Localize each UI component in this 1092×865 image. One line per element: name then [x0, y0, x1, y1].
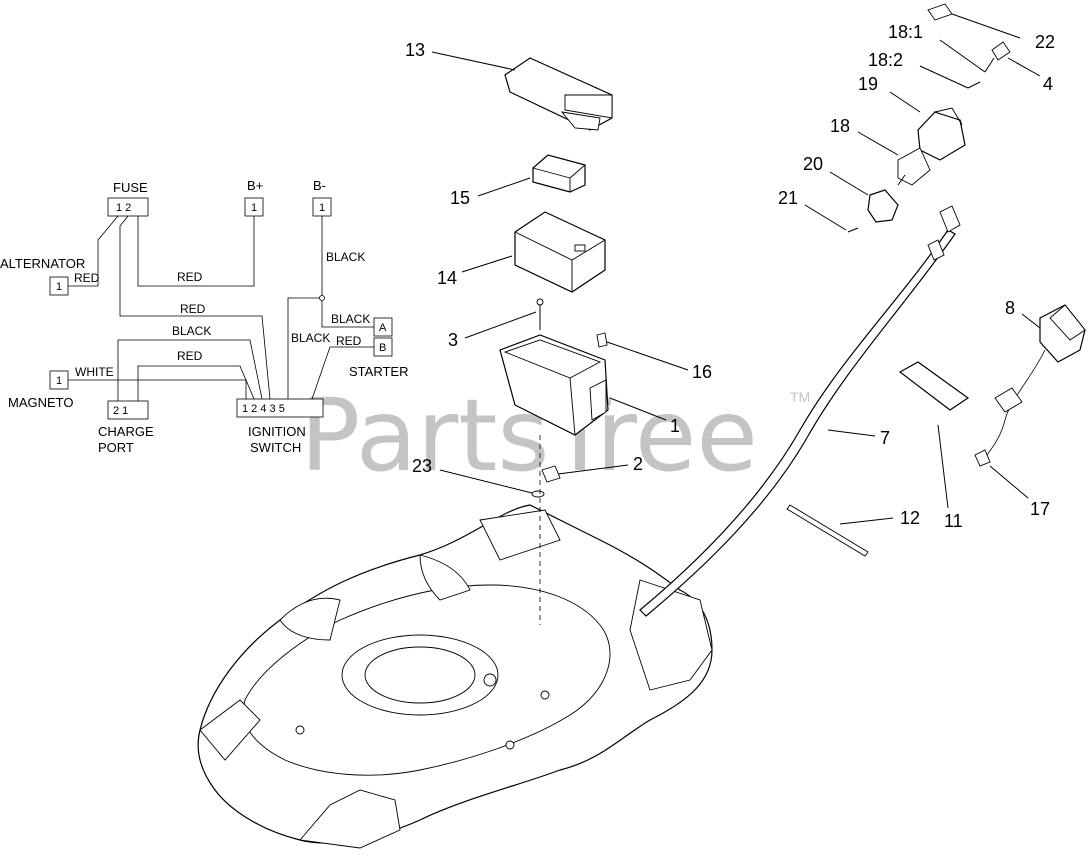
wire-magneto-switch	[68, 379, 247, 399]
wire-charge-black	[117, 339, 263, 401]
callout-1: 1	[670, 416, 680, 436]
bplus-label: B+	[247, 178, 263, 193]
callout-numbers: 13 15 14 3 16 1 2 23 7 12 11 8 17 22 4 1…	[405, 22, 1055, 531]
charge-port-pins: 2 1	[113, 405, 128, 417]
wire-label-charge-red: RED	[177, 349, 203, 363]
callout-2: 2	[633, 454, 643, 474]
callout-21: 21	[778, 188, 798, 208]
washer-23	[531, 490, 545, 498]
fastener-2	[541, 465, 561, 483]
battery-tray-1	[499, 334, 609, 436]
wire-label-fuse-switch: RED	[180, 302, 206, 316]
knob-20	[867, 189, 899, 223]
wire-label-starter-b-red: RED	[336, 334, 362, 348]
battery-pad-15	[532, 154, 586, 193]
deck-bolt-hole	[295, 725, 305, 735]
wire-charge-red	[137, 365, 255, 401]
callout-3: 3	[448, 330, 458, 350]
wire-junction	[319, 295, 325, 301]
callout-15: 15	[450, 188, 470, 208]
ignition-switch-19	[917, 107, 966, 161]
callout-leaders	[431, 13, 1041, 525]
battery-14	[514, 211, 606, 293]
ignition-switch-pins: 1 2 4 3 5	[242, 403, 285, 415]
callout-16: 16	[692, 362, 712, 382]
cable-tie-12	[786, 504, 869, 557]
deck-bolt-hole	[505, 740, 515, 750]
fuse-pins: 1 2	[116, 202, 131, 214]
callout-4: 4	[1043, 74, 1053, 94]
deck-handle-mount	[479, 509, 561, 561]
wire-fuse-switch	[119, 215, 271, 400]
charger-8	[974, 304, 1086, 467]
callout-22: 22	[1035, 32, 1055, 52]
callout-12: 12	[900, 508, 920, 528]
watermark-tm: TM	[790, 389, 810, 405]
screw-21	[847, 227, 859, 233]
wiring-schematic: FUSE 1 2 B+ 1 B- 1 ALTERNATOR 1 1 MAGNET…	[0, 178, 408, 455]
wire-label-charge-black: BLACK	[172, 324, 211, 338]
wire-alternator-fuse	[68, 215, 119, 287]
wire-label-starter-a: BLACK	[331, 312, 370, 326]
callout-17: 17	[1030, 499, 1050, 519]
wire-starter-b	[311, 346, 374, 400]
pin-18-2	[967, 81, 981, 89]
wire-starter-a	[321, 298, 374, 328]
bminus-label: B-	[313, 178, 326, 193]
alternator-label: ALTERNATOR	[0, 256, 85, 271]
bplus-pin: 1	[251, 202, 257, 214]
starter-pin-b: B	[379, 342, 386, 354]
callout-18: 18	[830, 116, 850, 136]
deck-wheel-well-front-left	[279, 597, 341, 641]
callout-8: 8	[1005, 298, 1015, 318]
callout-11: 11	[944, 511, 963, 531]
bminus-pin: 1	[319, 202, 325, 214]
mower-deck	[197, 504, 713, 849]
switch-body-18	[897, 147, 931, 186]
deck-rear-guard	[299, 789, 401, 849]
callout-23: 23	[412, 456, 432, 476]
alternator-pin: 1	[56, 281, 62, 293]
decal-11	[898, 361, 970, 411]
starter-pin-a: A	[379, 322, 387, 334]
starter-label: STARTER	[349, 364, 408, 379]
callout-18-2: 18:2	[868, 50, 903, 70]
deck-bolt-hole	[483, 673, 497, 687]
fuse-label: FUSE	[113, 180, 148, 195]
charge-port-box	[107, 400, 149, 420]
wire-fuse-bplus	[137, 216, 255, 287]
clip-16	[596, 332, 608, 348]
ignition-switch-label-1: IGNITION	[248, 424, 306, 439]
wire-harness-7	[639, 205, 961, 617]
callout-13: 13	[405, 40, 425, 60]
callout-19: 19	[858, 74, 878, 94]
connector-4	[984, 41, 1011, 73]
magneto-pin: 1	[56, 375, 62, 387]
charge-port-label-2: PORT	[98, 440, 134, 455]
wire-label-switch-starter-black: BLACK	[291, 331, 330, 345]
screw-3	[536, 298, 544, 330]
ignition-switch-box	[236, 398, 324, 418]
wire-label-fuse-bplus: RED	[177, 270, 203, 284]
deck-discharge-chute	[419, 554, 471, 601]
magneto-label: MAGNETO	[8, 395, 74, 410]
battery-cover-13	[504, 57, 613, 131]
deck-front-bumper	[199, 699, 261, 761]
ignition-switch-label-2: SWITCH	[250, 440, 301, 455]
wire-bminus-switch	[287, 216, 323, 399]
deck-bolt-hole	[540, 690, 550, 700]
charge-port-label-1: CHARGE	[98, 424, 154, 439]
deck-blade-hub-inner	[364, 646, 476, 704]
callout-20: 20	[803, 154, 823, 174]
wire-label-alternator: RED	[74, 271, 100, 285]
callout-14: 14	[437, 268, 457, 288]
callout-18-1: 18:1	[888, 22, 923, 42]
key-22	[927, 3, 953, 21]
wire-label-magneto: WHITE	[75, 365, 114, 379]
callout-7: 7	[880, 428, 890, 448]
wire-label-bminus: BLACK	[326, 250, 365, 264]
